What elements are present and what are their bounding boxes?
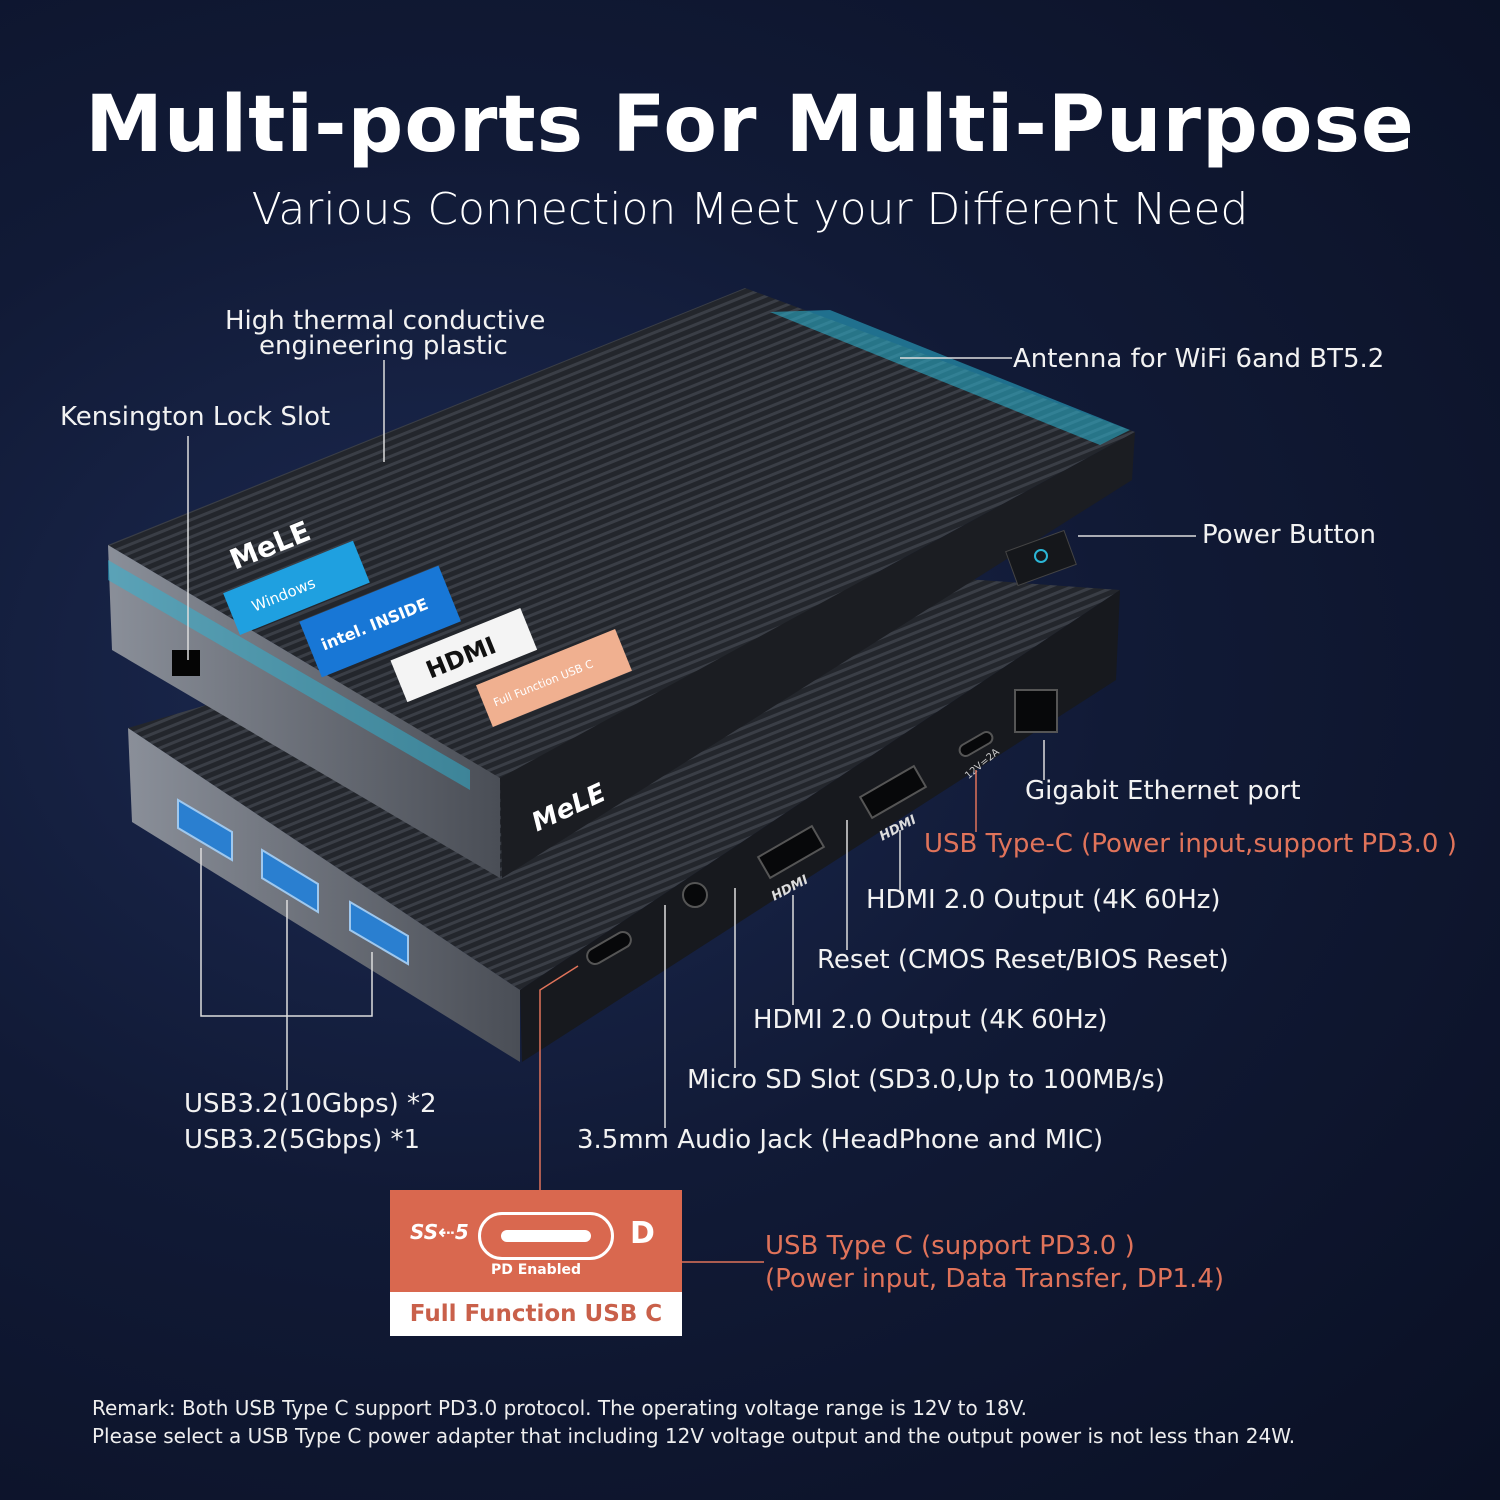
usbc-full-label-1: USB Type C (support PD3.0 ) <box>765 1231 1135 1261</box>
remark-line-1: Remark: Both USB Type C support PD3.0 pr… <box>92 1396 1028 1420</box>
power-icon <box>1034 549 1048 563</box>
audio-label: 3.5mm Audio Jack (HeadPhone and MIC) <box>577 1125 1104 1155</box>
usbc-sticker <box>476 629 632 727</box>
page-subtitle: Various Connection Meet your Different N… <box>251 184 1249 235</box>
remark-line-2: Please select a USB Type C power adapter… <box>92 1424 1296 1448</box>
windows-sticker <box>223 540 370 635</box>
hdmi-port <box>858 764 928 820</box>
usb-a-label-1: USB3.2(10Gbps) *2 <box>184 1089 437 1119</box>
hdmi-sticker <box>390 608 538 703</box>
kensington-slot <box>172 650 200 676</box>
usbc-power-port <box>958 731 994 757</box>
badge-label: Full Function USB C <box>390 1292 682 1336</box>
hdmi2-label: HDMI 2.0 Output (4K 60Hz) <box>753 1005 1108 1035</box>
hdmi1-label: HDMI 2.0 Output (4K 60Hz) <box>866 885 1221 915</box>
power-button-label: Power Button <box>1202 520 1376 550</box>
usb-a-port <box>177 798 233 862</box>
thermal-label-2: engineering plastic <box>259 331 508 361</box>
kensington-label: Kensington Lock Slot <box>60 402 331 432</box>
full-function-usbc-badge: SS⇠5 D PD Enabled Full Function USB C <box>390 1190 682 1336</box>
usb-a-port <box>349 900 409 966</box>
pd-enabled-text: PD Enabled <box>490 1262 582 1278</box>
remark: Remark: Both USB Type C support PD3.0 pr… <box>92 1394 1295 1450</box>
audio-jack <box>682 882 708 908</box>
usbc-port-icon <box>478 1212 614 1260</box>
page-title: Multi-ports For Multi-Purpose <box>85 80 1415 170</box>
microsd-label: Micro SD Slot (SD3.0,Up to 100MB/s) <box>687 1065 1165 1095</box>
ethernet-port <box>1014 689 1058 733</box>
usbc-power-label: USB Type-C (Power input,support PD3.0 ) <box>924 829 1457 859</box>
usb-a-label-2: USB3.2(5Gbps) *1 <box>184 1125 421 1155</box>
ethernet-label: Gigabit Ethernet port <box>1025 776 1301 806</box>
usbc-full-label-2: (Power input, Data Transfer, DP1.4) <box>765 1264 1225 1294</box>
usbc-full-port <box>586 931 632 965</box>
top-unit: Windows intel. INSIDE HDMI Full Function… <box>108 288 1135 878</box>
antenna-label: Antenna for WiFi 6and BT5.2 <box>1013 344 1385 374</box>
superspeed-icon: SS⇠5 <box>410 1220 469 1244</box>
usb-a-port <box>261 848 319 914</box>
thermal-label: High thermal conductive <box>225 306 546 336</box>
intel-sticker <box>299 565 461 678</box>
reset-label: Reset (CMOS Reset/BIOS Reset) <box>817 945 1229 975</box>
power-button <box>1005 529 1077 587</box>
displayport-icon: D <box>630 1216 655 1251</box>
leader-lines <box>187 357 1196 1128</box>
hdmi-port <box>756 824 826 880</box>
